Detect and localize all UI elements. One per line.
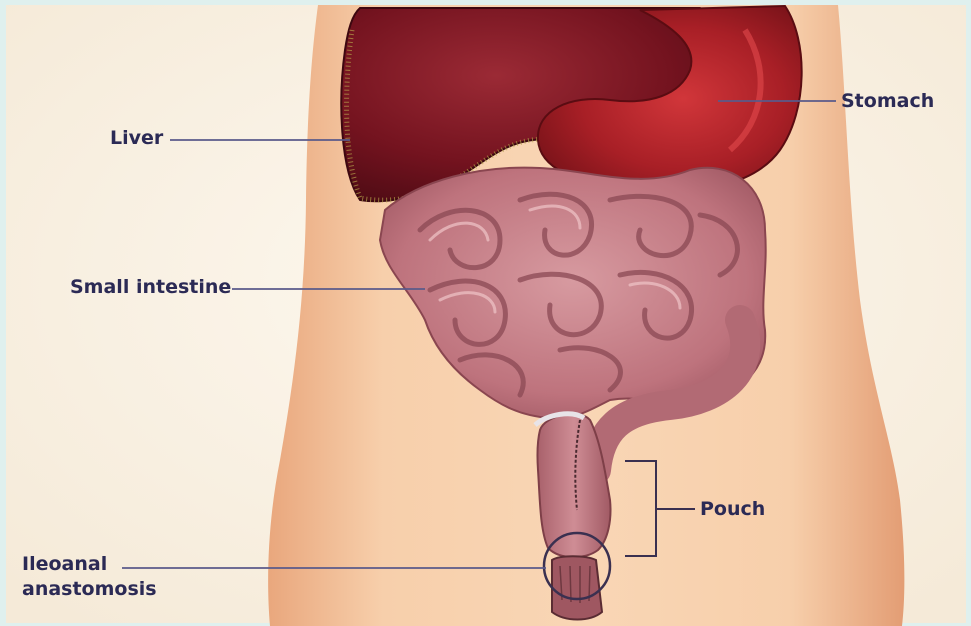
ileoanal-anastomosis-label: Ileoanal anastomosis (22, 552, 157, 602)
liver-label: Liver (110, 127, 163, 150)
small-intestine-label: Small intestine (70, 276, 231, 299)
ileoanal-label-line1: Ileoanal (22, 552, 157, 577)
stomach-label: Stomach (841, 90, 934, 113)
pouch-label: Pouch (700, 498, 765, 521)
anal-canal (552, 556, 602, 619)
ileoanal-label-line2: anastomosis (22, 577, 157, 602)
